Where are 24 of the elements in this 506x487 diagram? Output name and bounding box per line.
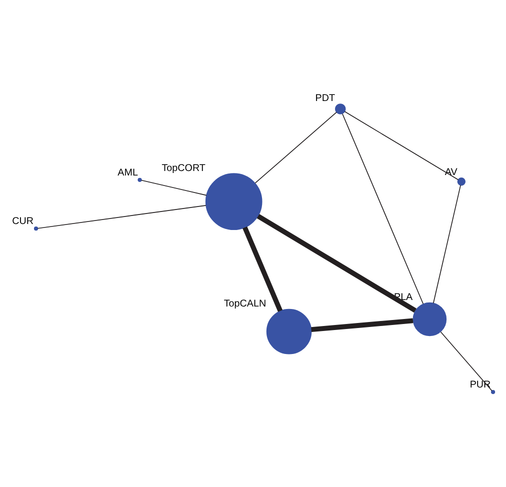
node-label: TopCORT [162,162,206,174]
connector [242,226,283,312]
node-circle [490,390,496,394]
connector [344,111,459,180]
connector [256,214,417,313]
node-circle [457,178,466,186]
node-circle [412,302,447,336]
connector [311,318,414,332]
node-circle [205,173,262,230]
node-label: TopCALN [224,298,266,310]
node-label: CUR [12,216,34,228]
node-circle [335,104,346,114]
connector [37,205,206,229]
connector [342,113,424,304]
connector [140,180,207,196]
node-circle [266,308,312,354]
node-circle [34,226,38,231]
connector [432,184,461,304]
connector [440,331,492,392]
connector [254,112,337,184]
node-circle [138,178,142,182]
node-label: AV [444,167,458,178]
node-label: PDT [315,93,336,104]
node-label: AML [118,167,138,178]
